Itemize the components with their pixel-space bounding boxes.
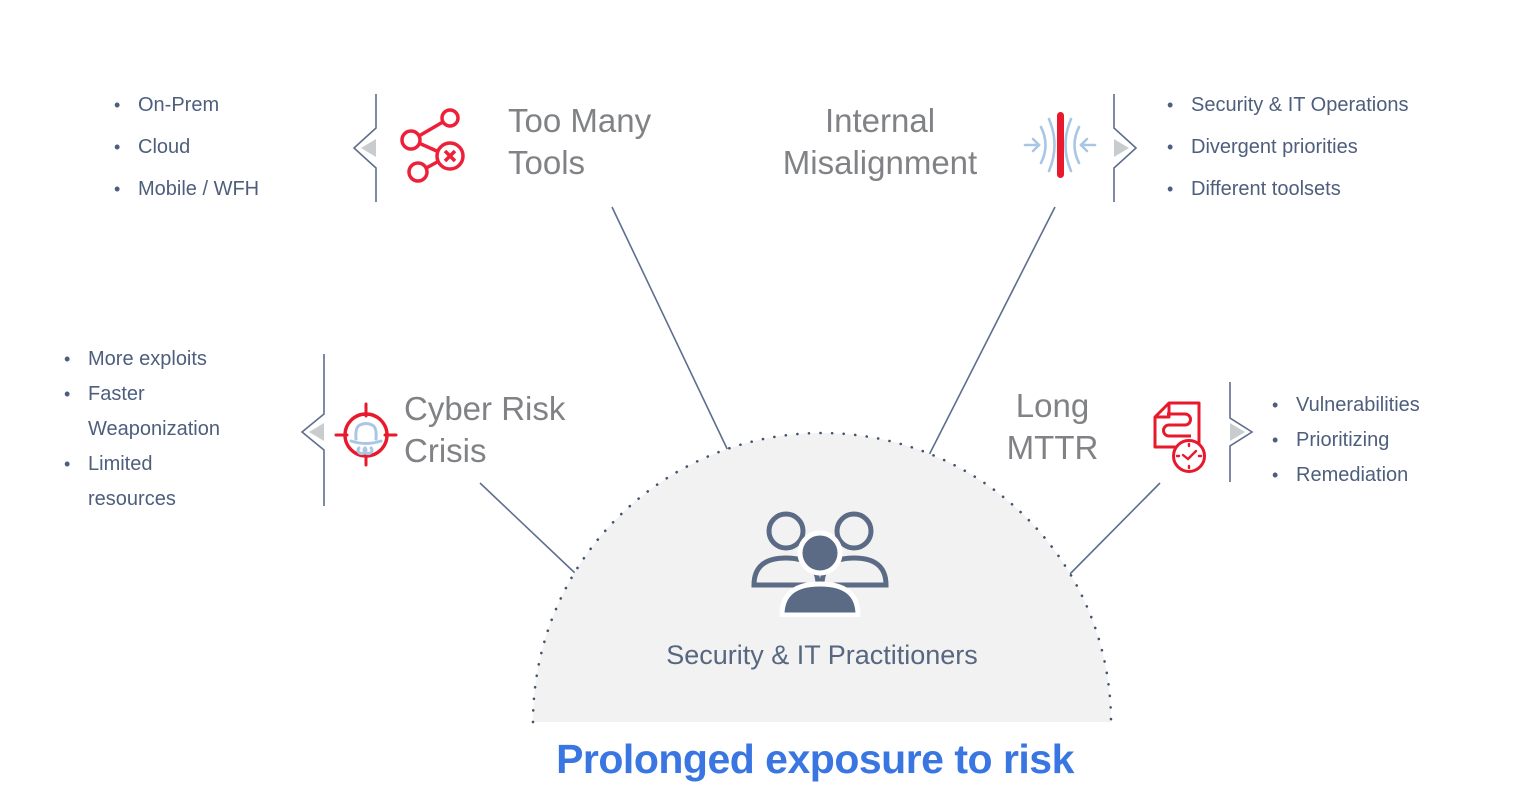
line-long-mttr <box>1065 482 1161 579</box>
list-item: Vulnerabilities <box>1270 388 1420 423</box>
risk-title: Prolonged exposure to risk <box>556 736 1074 782</box>
cyber-risk-bullet-list: More exploits Faster Weaponization Limit… <box>62 342 220 517</box>
misalignment-bullet-list: Security & IT Operations Divergent prior… <box>1165 84 1409 210</box>
list-item: Prioritizing <box>1270 423 1420 458</box>
too-many-tools-label: Too Many Tools <box>508 102 652 181</box>
brace-right-icon <box>1113 94 1138 202</box>
list-item: Security & IT Operations <box>1165 84 1409 126</box>
internal-misalignment-label: Internal Misalignment <box>782 102 978 181</box>
brace-left-icon <box>300 354 325 506</box>
spy-target-icon <box>334 402 398 467</box>
line-cyber-risk <box>479 482 577 575</box>
brace-right-icon <box>1229 382 1254 482</box>
people-group-icon <box>751 511 889 617</box>
list-item: On-Prem <box>112 84 259 126</box>
cyber-risk-label: Cyber Risk Crisis <box>404 390 566 469</box>
list-item: More exploits <box>62 342 220 377</box>
network-tools-icon <box>400 108 465 183</box>
mttr-bullet-list: Vulnerabilities Prioritizing Remediation <box>1270 388 1420 493</box>
list-item: Divergent priorities <box>1165 126 1409 168</box>
list-item: Faster Weaponization <box>62 377 220 447</box>
practitioners-label: Security & IT Practitioners <box>666 640 978 670</box>
document-clock-icon <box>1153 401 1206 473</box>
list-item: Limited resources <box>62 447 220 517</box>
too-many-tools-bullet-list: On-Prem Cloud Mobile / WFH <box>112 84 259 210</box>
line-too-many-tools <box>611 206 732 458</box>
long-mttr-label: Long MTTR <box>1006 387 1099 466</box>
list-item: Different toolsets <box>1165 168 1409 210</box>
brace-left-icon <box>352 94 377 202</box>
list-item: Remediation <box>1270 458 1420 493</box>
line-internal-misalignment <box>926 206 1056 460</box>
list-item: Cloud <box>112 126 259 168</box>
collision-wall-icon <box>1023 112 1097 178</box>
list-item: Mobile / WFH <box>112 168 259 210</box>
